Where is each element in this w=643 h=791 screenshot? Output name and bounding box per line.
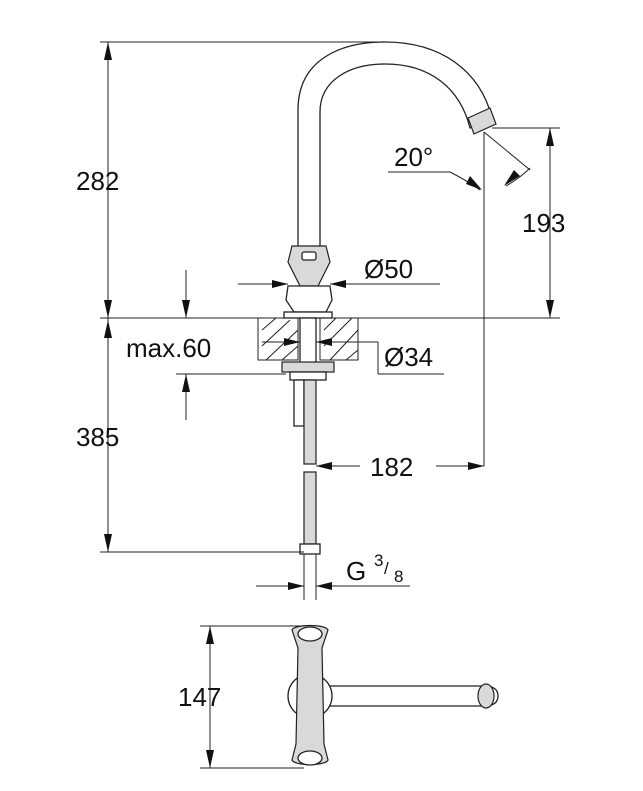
mounting-nut (281, 361, 335, 373)
dimension-147: 147 (178, 625, 304, 769)
threaded-shank (299, 317, 317, 369)
cold-pipe (293, 379, 305, 427)
handle-plan (291, 624, 329, 766)
flexible-hose-lower (303, 471, 317, 545)
dimension-connection-thread: G 3 / 8 (256, 551, 410, 590)
deck-hatch-right (319, 317, 359, 361)
dimension-spout-angle: 20° (388, 131, 531, 466)
hole-diameter-label: Ø34 (384, 342, 433, 372)
height-top-label: 282 (76, 166, 119, 196)
thread-numerator: 3 (374, 551, 383, 570)
faucet-front-view (283, 41, 497, 319)
dimension-hole-diameter: Ø34 (262, 338, 444, 375)
mounting-assembly (281, 317, 335, 600)
spout-reach-label: 182 (370, 452, 413, 482)
thread-denominator: 8 (394, 567, 403, 586)
handle-diameter-label: Ø50 (364, 254, 413, 284)
dimension-deck-thickness: max.60 (126, 270, 211, 420)
handle-plan-top (297, 626, 323, 642)
deck-hatch-left (257, 317, 299, 361)
flexible-hose-upper (303, 379, 317, 465)
thread-g-label: G (346, 556, 366, 586)
spout-aerator (467, 107, 497, 135)
dimension-282: 282 (76, 41, 385, 318)
spout-plan-tip (477, 683, 495, 709)
height-bottom-label: 385 (76, 422, 119, 452)
handle-plan-bottom (297, 750, 323, 766)
washer (289, 371, 327, 381)
deck-hatching (261, 317, 359, 361)
dimension-385: 385 (76, 318, 304, 553)
dimension-handle-diameter: Ø50 (238, 254, 440, 288)
faucet-plan-view (287, 624, 499, 766)
thread-slash: / (384, 559, 389, 578)
spout-angle-label: 20° (394, 142, 433, 172)
deck-thickness-label: max.60 (126, 333, 211, 363)
dimension-182: 182 (316, 452, 484, 482)
valve-body (285, 285, 333, 313)
base-flange (283, 311, 333, 319)
hose-connector (299, 543, 321, 555)
countertop-section (100, 317, 560, 375)
plan-depth-label: 147 (178, 682, 221, 712)
spout-height-label: 193 (522, 208, 565, 238)
handle-cap (301, 251, 317, 261)
dimension-193: 193 (492, 127, 565, 318)
